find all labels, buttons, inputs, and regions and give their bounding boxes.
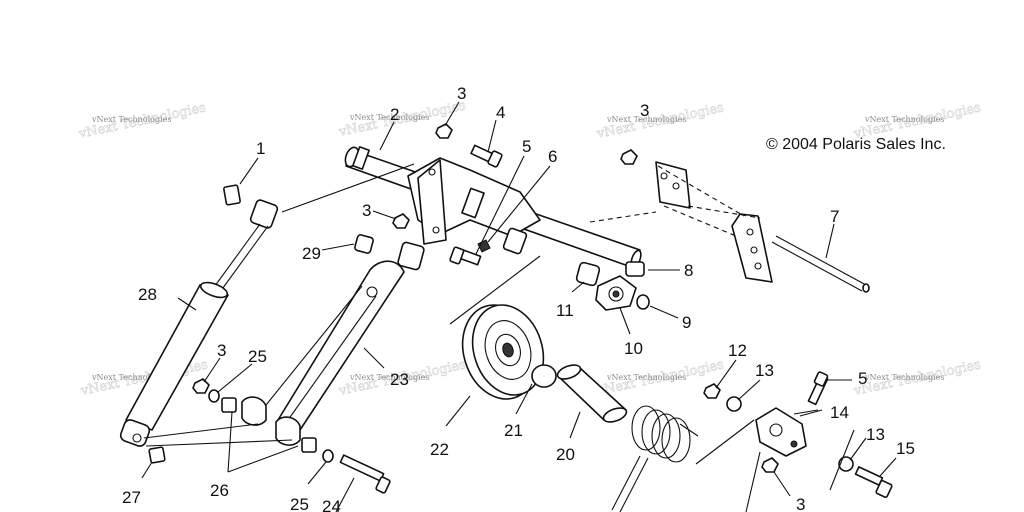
washer (322, 449, 334, 463)
bolt (339, 454, 391, 494)
cross-shaft (771, 235, 870, 293)
pin (793, 409, 819, 415)
callout-13: 13 (866, 425, 885, 444)
snap-ring (531, 364, 557, 388)
nut (620, 149, 638, 165)
watermark: vNext Technologies (864, 373, 944, 382)
copyright-notice: © 2004 Polaris Sales Inc. (766, 136, 946, 153)
spacer (625, 261, 645, 277)
nut (761, 457, 779, 473)
callout-20: 20 (556, 445, 575, 464)
bushing (223, 184, 241, 206)
callout-26: 26 (210, 481, 229, 500)
bushing (301, 437, 317, 453)
callout-6: 6 (548, 147, 557, 166)
control-arm (241, 260, 405, 446)
shock-absorber (119, 199, 279, 447)
callout-8: 8 (684, 261, 693, 280)
callout-27: 27 (122, 488, 141, 507)
bushing (575, 261, 601, 287)
bushing (221, 397, 237, 413)
watermark: vNext Technologies (349, 373, 429, 382)
callout-29: 29 (302, 244, 321, 263)
callout-24: 24 (322, 497, 341, 512)
callout-3: 3 (217, 341, 226, 360)
washer (838, 456, 854, 472)
callout-25: 25 (248, 347, 267, 366)
callout-25: 25 (290, 495, 309, 512)
callout-13: 13 (755, 361, 774, 380)
bushing (148, 446, 166, 464)
o-ring (636, 294, 650, 310)
callout-3: 3 (640, 101, 649, 120)
bushing (397, 241, 425, 271)
callout-5: 5 (858, 369, 867, 388)
idler-wheel (461, 304, 545, 400)
callout-11: 11 (556, 301, 574, 320)
bushing (354, 234, 374, 254)
callout-1: 1 (256, 139, 265, 158)
callout-12: 12 (728, 341, 747, 360)
bolt (854, 466, 893, 499)
watermark: vNext Technologies (91, 373, 171, 382)
callout-21: 21 (504, 421, 523, 440)
watermark: vNext Technologies (349, 113, 429, 122)
callout-10: 10 (624, 339, 643, 358)
bolt (470, 144, 503, 168)
watermark: vNext Technologies (606, 373, 686, 382)
watermark: vNext Technologies (91, 115, 171, 124)
sleeve (556, 364, 628, 423)
callout-3: 3 (796, 495, 805, 512)
watermark: vNext Technologies (606, 115, 686, 124)
nut (192, 378, 210, 394)
callout-9: 9 (682, 313, 691, 332)
callout-15: 15 (896, 439, 915, 458)
callout-3: 3 (457, 84, 466, 103)
bolt (449, 246, 482, 266)
callout-3: 3 (362, 201, 371, 220)
mounting-bracket (655, 161, 773, 283)
torsion-spring (611, 405, 699, 512)
pivot-block (755, 407, 807, 457)
torque-arm-shaft (344, 146, 642, 269)
washer (208, 389, 220, 403)
washer (726, 396, 742, 412)
callout-4: 4 (496, 103, 505, 122)
bolt (807, 371, 829, 406)
leader-lines (141, 101, 897, 512)
callout-28: 28 (138, 285, 157, 304)
callout-7: 7 (830, 207, 839, 226)
nut (392, 213, 410, 229)
callout-22: 22 (430, 440, 449, 459)
callout-23: 23 (390, 370, 409, 389)
callout-numbers: 1 2 3 3 3 3 3 4 5 5 6 7 8 9 10 11 12 13 … (122, 84, 915, 512)
nut (435, 123, 453, 139)
bearing-assembly (595, 275, 637, 311)
callout-14: 14 (830, 403, 849, 422)
callout-2: 2 (390, 105, 399, 124)
watermark: vNext Technologies (864, 115, 944, 124)
callout-5: 5 (522, 137, 531, 156)
